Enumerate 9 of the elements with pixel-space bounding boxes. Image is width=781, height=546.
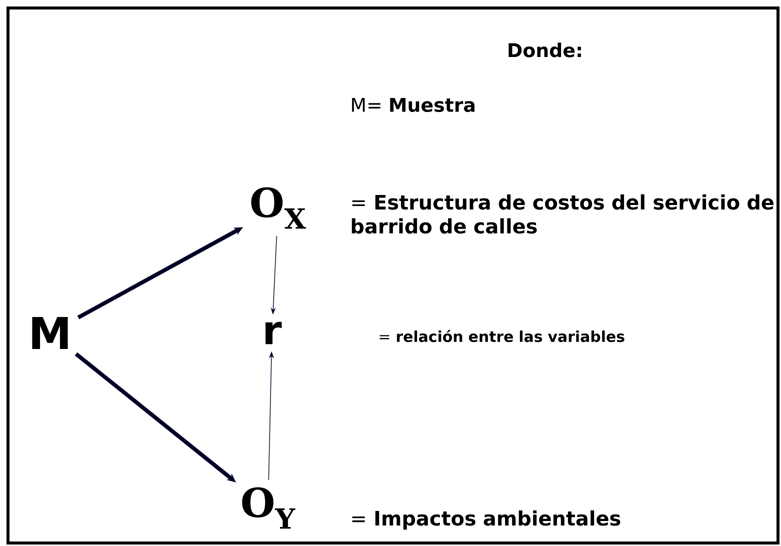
definition-text: = Estructura de costos del servicio de barrido de calles [352,194,774,234]
definition-text: = Impactos ambientales [352,510,620,530]
heading-text: Donde: [508,42,581,58]
variable-letter: r [266,322,282,344]
variable-letter: O$_{X}$ [251,187,306,229]
heading-text: M= Muestra [352,98,474,112]
definition-text: = relación entre las variables [380,330,624,342]
variable-letter: M [32,317,68,349]
variable-letter: O$_{Y}$ [242,487,296,529]
